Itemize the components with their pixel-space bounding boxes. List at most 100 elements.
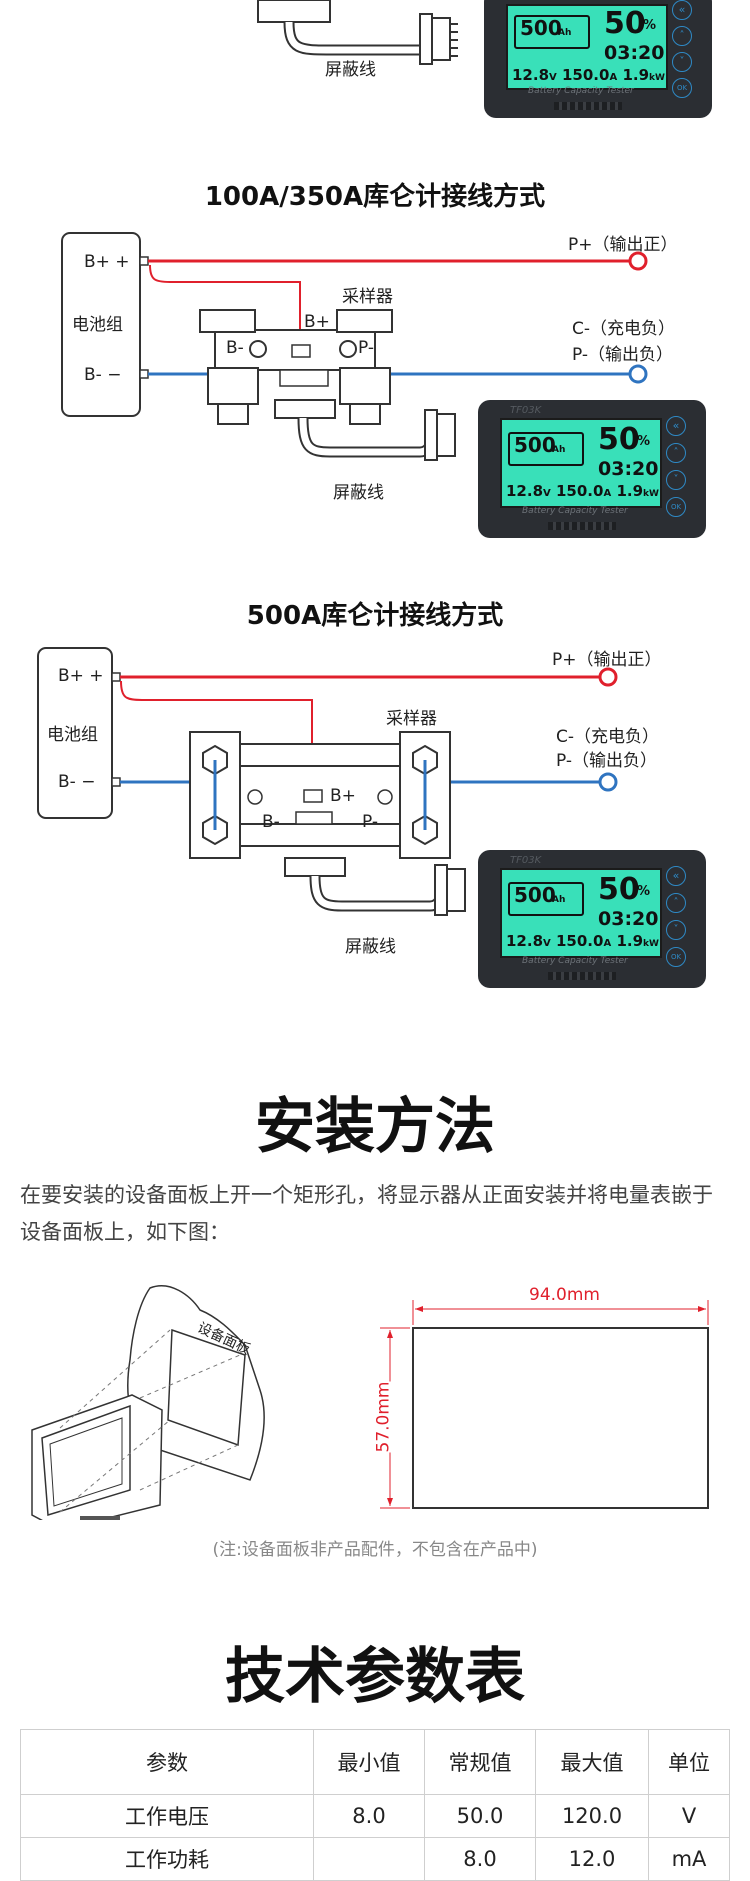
power-number: 1.9 bbox=[616, 482, 644, 500]
height-dimension-label: 57.0mm bbox=[373, 1381, 394, 1453]
ok-button-icon: OK bbox=[666, 497, 686, 517]
time-value: 03:20 bbox=[598, 458, 659, 480]
voltage-number: 12.8 bbox=[506, 482, 544, 500]
down-button-icon: ˅ bbox=[672, 52, 692, 72]
time-value: 03:20 bbox=[598, 908, 659, 930]
battery-b-plus-label: B+ + bbox=[58, 666, 104, 686]
sampler-p-minus-label: P- bbox=[358, 338, 375, 358]
meter-grill bbox=[554, 102, 622, 110]
capacity-value: 500 bbox=[520, 16, 562, 40]
table-row: 工作功耗 8.0 12.0 mA bbox=[20, 1837, 730, 1881]
sampler-p-minus-label: P- bbox=[362, 812, 379, 832]
current-unit: A bbox=[603, 488, 612, 499]
meter-model-label: TF03K bbox=[510, 405, 542, 416]
sampler-b-minus-label: B- bbox=[262, 812, 280, 832]
meter-button-column: « ˄ ˅ OK bbox=[666, 866, 690, 967]
shield-wire-label: 屏蔽线 bbox=[325, 60, 376, 80]
percent-unit: % bbox=[637, 434, 651, 449]
voltage-number: 12.8 bbox=[512, 66, 550, 84]
ok-button-icon: OK bbox=[666, 947, 686, 967]
capacity-unit: Ah bbox=[552, 895, 566, 905]
spec-cell: mA bbox=[648, 1837, 730, 1881]
spec-header-param: 参数 bbox=[20, 1729, 314, 1795]
battery-meter-display: TF03K 500 Ah 50 % 03:20 12.8V 150.0A 1.9… bbox=[478, 850, 706, 988]
p-minus-output-label: P-（输出负） bbox=[556, 751, 658, 771]
meter-footer-text: Battery Capacity Tester bbox=[528, 86, 634, 96]
meter-footer-text: Battery Capacity Tester bbox=[522, 506, 628, 516]
voltage-value: 12.8V 150.0A 1.9kW bbox=[512, 66, 665, 84]
spec-table-header-row: 参数 最小值 常规值 最大值 单位 bbox=[20, 1729, 730, 1795]
power-unit: kW bbox=[643, 939, 659, 949]
voltage-unit: V bbox=[549, 72, 557, 83]
spec-cell: 8.0 bbox=[424, 1837, 536, 1881]
power-unit: kW bbox=[643, 489, 659, 499]
diagram-3-title: 500A库仑计接线方式 bbox=[246, 601, 504, 631]
power-number: 1.9 bbox=[622, 66, 650, 84]
p-plus-output-label: P+（输出正） bbox=[552, 650, 662, 670]
p-minus-output-label: P-（输出负） bbox=[572, 345, 674, 365]
sampler-label: 采样器 bbox=[386, 709, 437, 729]
install-method-title: 安装方法 bbox=[255, 1092, 495, 1162]
c-minus-charge-label: C-（充电负） bbox=[556, 727, 660, 747]
wiring-diagram-100a-350a: B+ + 电池组 B- − 采样器 B+ B- P- P+（输出正） C-（充电… bbox=[0, 220, 750, 550]
percent-value: 50 bbox=[598, 872, 640, 907]
percent-value: 50 bbox=[598, 422, 640, 457]
shield-wire-label: 屏蔽线 bbox=[345, 937, 396, 957]
spec-cell: V bbox=[648, 1794, 730, 1838]
width-dimension-label: 94.0mm bbox=[525, 1285, 604, 1305]
wiring-diagram-top: 屏蔽线 500 Ah 50 % 03:20 12.8V 150.0A 1.9kW… bbox=[0, 0, 750, 140]
battery-capacity-icon bbox=[508, 882, 584, 916]
current-unit: A bbox=[603, 938, 612, 949]
battery-capacity-icon bbox=[508, 432, 584, 466]
c-minus-charge-label: C-（充电负） bbox=[572, 319, 676, 339]
power-number: 1.9 bbox=[616, 932, 644, 950]
spec-cell: 8.0 bbox=[313, 1794, 425, 1838]
current-unit: A bbox=[609, 72, 618, 83]
install-illustration: 设备面板 bbox=[20, 1280, 320, 1531]
sampler-b-plus-label: B+ bbox=[330, 786, 356, 806]
install-illustration-graphic bbox=[31, 1285, 265, 1531]
capacity-value: 500 bbox=[514, 433, 556, 457]
spec-cell: 120.0 bbox=[535, 1794, 649, 1838]
table-row: 工作电压 8.0 50.0 120.0 V bbox=[20, 1794, 730, 1838]
down-button-icon: ˅ bbox=[666, 920, 686, 940]
meter-grill bbox=[548, 972, 616, 980]
capacity-unit: Ah bbox=[552, 445, 566, 455]
capacity-unit: Ah bbox=[558, 28, 572, 38]
readings-row: 12.8V 150.0A 1.9kW bbox=[506, 482, 659, 500]
spec-table: 参数 最小值 常规值 最大值 单位 工作电压 8.0 50.0 120.0 V … bbox=[20, 1729, 730, 1881]
cutout-dimension-graphic bbox=[380, 1300, 709, 1509]
spec-cell: 50.0 bbox=[424, 1794, 536, 1838]
readings-row: 12.8V 150.0A 1.9kW bbox=[506, 932, 659, 950]
percent-unit: % bbox=[637, 884, 651, 899]
install-note: (注:设备面板非产品配件，不包含在产品中) bbox=[212, 1540, 538, 1560]
meter-button-column: « ˄ ˅ OK bbox=[666, 416, 690, 517]
voltage-number: 12.8 bbox=[506, 932, 544, 950]
spec-cell: 工作功耗 bbox=[20, 1837, 314, 1881]
spec-header-typical: 常规值 bbox=[424, 1729, 536, 1795]
install-description: 在要安装的设备面板上开一个矩形孔，将显示器从正面安装并将电量表嵌于设备面板上，如… bbox=[20, 1183, 713, 1244]
spec-header-max: 最大值 bbox=[535, 1729, 649, 1795]
voltage-unit: V bbox=[543, 488, 551, 499]
up-button-icon: ˄ bbox=[666, 893, 686, 913]
meter-button-column: « ˄ ˅ OK bbox=[672, 0, 696, 98]
up-button-icon: ˄ bbox=[672, 26, 692, 46]
spec-header-unit: 单位 bbox=[648, 1729, 730, 1795]
meter-model-label: TF03K bbox=[510, 855, 542, 866]
sampler-b-plus-label: B+ bbox=[304, 312, 330, 332]
back-button-icon: « bbox=[672, 0, 692, 20]
battery-pack-label: 电池组 bbox=[72, 315, 123, 335]
spec-cell: 12.0 bbox=[535, 1837, 649, 1881]
battery-b-minus-label: B- − bbox=[84, 365, 122, 385]
ok-button-icon: OK bbox=[672, 78, 692, 98]
up-button-icon: ˄ bbox=[666, 443, 686, 463]
sampler-label: 采样器 bbox=[342, 287, 393, 307]
current-number: 150.0 bbox=[556, 932, 604, 950]
battery-capacity-icon bbox=[514, 15, 590, 49]
wiring-diagram-500a-graphic bbox=[37, 647, 618, 916]
back-button-icon: « bbox=[666, 866, 686, 886]
percent-value: 50 bbox=[604, 6, 646, 41]
p-plus-output-label: P+（输出正） bbox=[568, 235, 678, 255]
down-button-icon: ˅ bbox=[666, 470, 686, 490]
voltage-unit: V bbox=[543, 938, 551, 949]
